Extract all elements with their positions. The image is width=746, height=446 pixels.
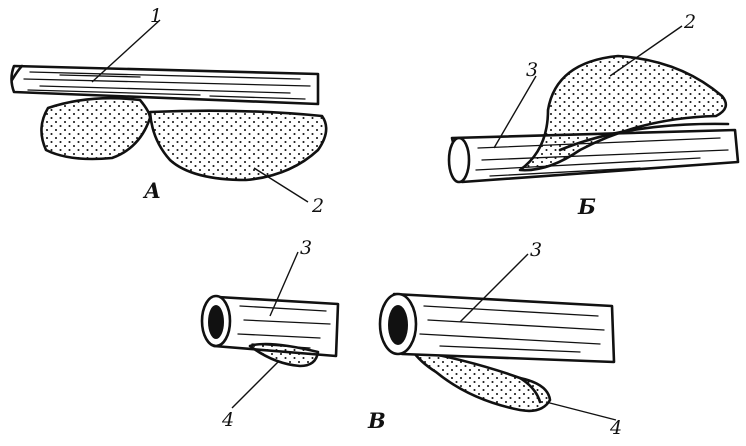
panel-a-structure-1 <box>10 64 320 106</box>
panel-v-left-drawing <box>200 251 340 409</box>
panel-v-right-structure-3 <box>378 292 616 364</box>
panel-v-right-drawing <box>378 253 617 421</box>
label-4-panel-v-left: 4 <box>221 409 234 431</box>
label-4-panel-v-right: 4 <box>609 417 622 439</box>
label-3-panel-b: 3 <box>526 59 538 81</box>
label-2-panel-b: 2 <box>683 11 696 33</box>
panel-v-left-structure-3 <box>200 294 340 358</box>
panel-v-left-structure-4 <box>248 342 320 368</box>
label-1-panel-a: 1 <box>150 5 162 27</box>
panel-label-b: Б <box>577 194 596 219</box>
panel-v-right-structure-4 <box>410 348 552 413</box>
panel-b-drawing <box>447 25 740 184</box>
leader-lines-panel-b <box>493 25 683 149</box>
label-2-panel-a: 2 <box>311 195 324 217</box>
panel-a-drawing <box>10 19 328 203</box>
label-3-panel-v-left: 3 <box>300 237 312 259</box>
label-3-panel-v-right: 3 <box>530 239 542 261</box>
leader-lines-panel-a <box>91 19 309 203</box>
panel-label-v: В <box>367 408 386 433</box>
leader-lines-panel-v-left <box>231 251 299 409</box>
panel-a-structure-2 <box>40 96 328 182</box>
panel-label-a: А <box>142 178 161 203</box>
leader-lines-panel-v-right <box>459 253 617 421</box>
panel-b-structure-2 <box>518 54 730 172</box>
